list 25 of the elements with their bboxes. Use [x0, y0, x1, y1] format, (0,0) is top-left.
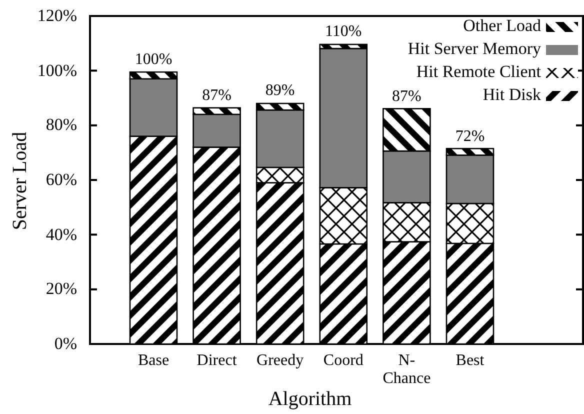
tick-label: 80% — [46, 116, 77, 134]
tick-label: 20% — [46, 280, 77, 298]
legend-label: Other Load — [463, 17, 541, 35]
value-label: 100% — [134, 51, 174, 70]
category-label: Base — [136, 352, 170, 370]
value-label: 72% — [454, 128, 486, 146]
axis-title: Server Load — [9, 130, 31, 232]
axis-title: Algorithm — [267, 388, 353, 410]
value-label: 89% — [264, 82, 296, 100]
legend-label: Hit Disk — [482, 86, 541, 104]
category-label: Greedy — [256, 352, 305, 370]
value-label: 87% — [201, 86, 232, 105]
category-label: N-Chance — [382, 352, 432, 388]
tick-label: 60% — [46, 171, 77, 189]
category-label: Best — [454, 352, 486, 370]
tick-label: 0% — [54, 335, 77, 353]
value-label: 110% — [324, 23, 363, 42]
legend-label: Hit Server Memory — [408, 40, 541, 58]
tick-label: 120% — [37, 7, 77, 25]
category-label: Direct — [196, 352, 238, 370]
category-label: Coord — [322, 352, 364, 370]
tick-label: 40% — [46, 226, 77, 244]
value-label: 87% — [391, 88, 422, 106]
tick-label: 100% — [37, 62, 77, 80]
legend-label: Hit Remote Client — [416, 63, 541, 81]
